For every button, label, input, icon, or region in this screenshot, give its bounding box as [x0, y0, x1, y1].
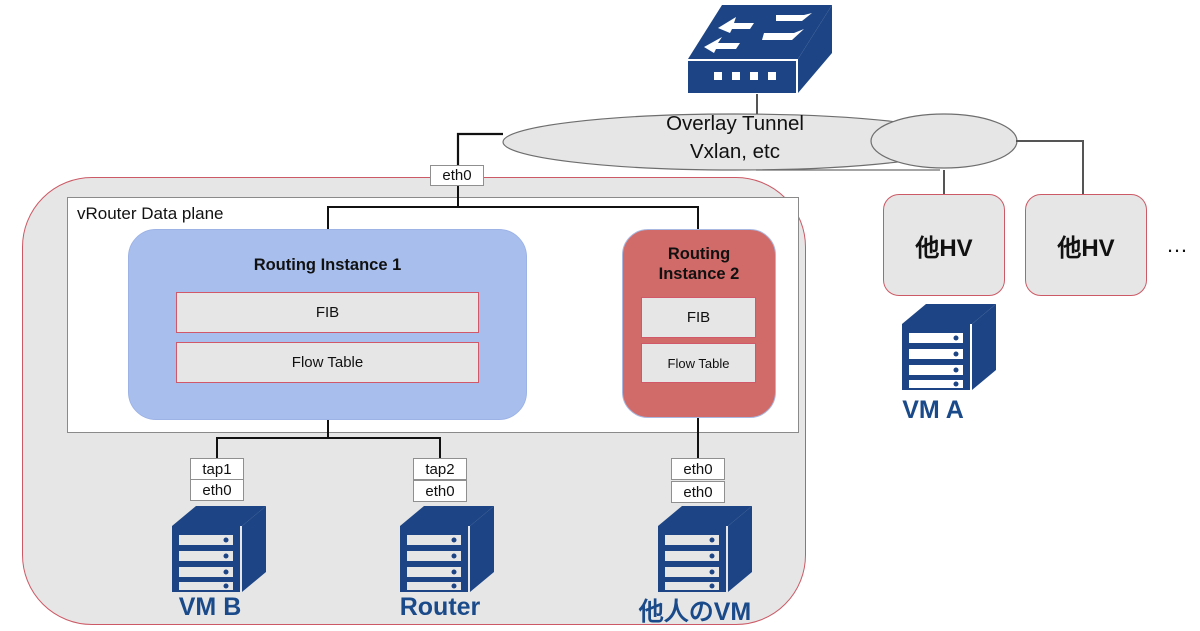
ri2-title-line1: Routing [667, 245, 731, 263]
vmb-port-tap: tap1 [190, 458, 244, 480]
network-switch-icon [688, 5, 832, 93]
ri2-fib: FIB [641, 297, 756, 338]
othervm-port-eth-vm: eth0 [671, 481, 725, 503]
vm-b-label: VM B [178, 593, 242, 621]
server-icon [172, 506, 266, 592]
router-label: Router [399, 593, 481, 621]
routing-instance-1-title: Routing Instance 1 [253, 256, 402, 274]
router-port-tap: tap2 [413, 458, 467, 480]
overlay-tunnel-label: Overlay Tunnel Vxlan, etc [610, 110, 860, 166]
tunnel-line1: Overlay Tunnel [666, 112, 804, 135]
vmb-port-eth: eth0 [190, 479, 244, 501]
othervm-port-eth-vrouter: eth0 [671, 458, 725, 480]
server-icon [658, 506, 752, 592]
vm-a-label: VM A [902, 396, 964, 424]
tunnel-line2: Vxlan, etc [689, 140, 781, 163]
ri2-title-line2: Instance 2 [658, 265, 740, 283]
dataplane-title: vRouter Data plane [77, 204, 224, 223]
uplink-port-eth0: eth0 [430, 165, 484, 186]
routing-instance-2-title: Routing Instance 2 [622, 244, 776, 284]
other-hypervisor-2: 他HV [1025, 194, 1147, 296]
ri2-flow-table: Flow Table [641, 343, 756, 383]
router-port-eth: eth0 [413, 480, 467, 502]
ri1-flow-table: Flow Table [176, 342, 479, 383]
other-hypervisor-1: 他HV [883, 194, 1005, 296]
ri1-fib: FIB [176, 292, 479, 333]
server-icon [902, 304, 996, 390]
other-user-vm-label: 他人のVM [638, 598, 752, 626]
tunnel-ellipse-right [870, 113, 1018, 169]
server-icon [400, 506, 494, 592]
more-hypervisors-ellipsis: … [1166, 232, 1188, 257]
